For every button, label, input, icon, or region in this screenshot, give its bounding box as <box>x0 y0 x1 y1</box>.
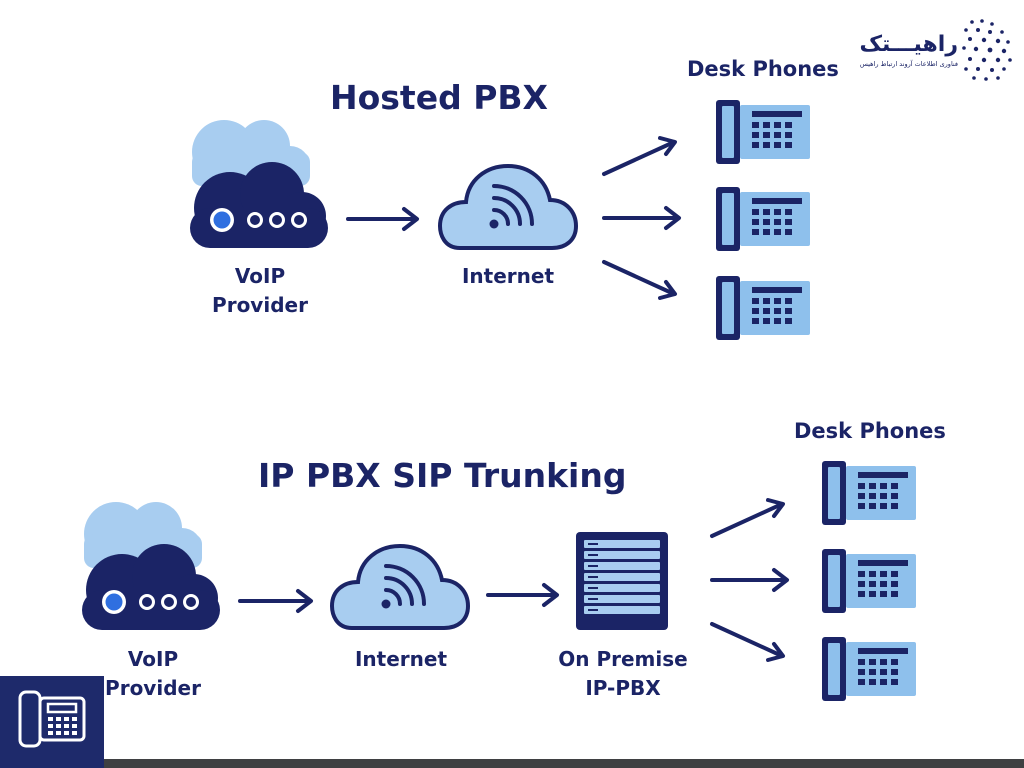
footer-bar <box>104 759 1024 768</box>
arrow-right-icon <box>486 583 559 607</box>
desk-phone-icon <box>822 549 916 613</box>
voip-provider-label: VoIP Provider <box>88 645 218 703</box>
arrow-fanout-group <box>710 498 789 662</box>
desk-phones-label: Desk Phones <box>687 57 839 81</box>
desk-phone-icon <box>822 637 916 701</box>
arrow-right-icon <box>602 206 681 230</box>
on-premise-pbx-label-line2: IP-PBX <box>585 676 661 700</box>
arrow-right-icon <box>710 568 789 592</box>
desk-phone-icon <box>716 187 810 251</box>
desk-phone-icon <box>716 276 810 340</box>
phone-corner-badge <box>0 676 104 768</box>
voip-provider-label: VoIP Provider <box>195 262 325 320</box>
on-premise-pbx-label: On Premise IP-PBX <box>548 645 698 703</box>
internet-cloud-icon <box>329 543 471 630</box>
arrow-right-icon <box>346 207 419 231</box>
voip-provider-label-line1: VoIP <box>127 647 179 671</box>
phone-corner-icon <box>18 690 86 748</box>
voip-provider-label-line2: Provider <box>105 676 201 700</box>
on-premise-pbx-label-line1: On Premise <box>558 647 688 671</box>
internet-label: Internet <box>461 264 555 288</box>
logo-tagline: فناوری اطلاعات آروند ارتباط راهیس <box>859 60 958 68</box>
server-rack-icon <box>576 532 668 630</box>
desk-phone-icon <box>716 100 810 164</box>
logo-dots-icon <box>962 19 1012 81</box>
internet-label: Internet <box>354 647 448 671</box>
sip-trunking-title: IP PBX SIP Trunking <box>258 456 627 495</box>
hosted-pbx-title: Hosted PBX <box>330 78 548 117</box>
arrow-right-icon <box>238 589 313 613</box>
arrow-down-right-icon <box>710 622 785 662</box>
desk-phone-icon <box>822 461 916 525</box>
arrow-fanout-group <box>602 136 681 300</box>
internet-cloud-icon <box>437 163 579 250</box>
logo: راهیـــتک فناوری اطلاعات آروند ارتباط را… <box>840 14 1020 88</box>
voip-provider-label-line2: Provider <box>212 293 308 317</box>
desk-phones-label: Desk Phones <box>794 419 946 443</box>
cloud-server-icon <box>190 120 328 248</box>
arrow-up-right-icon <box>602 136 677 176</box>
arrow-down-right-icon <box>602 260 677 300</box>
cloud-server-icon <box>82 502 220 630</box>
voip-provider-label-line1: VoIP <box>234 264 286 288</box>
arrow-up-right-icon <box>710 498 785 538</box>
logo-name: راهیـــتک <box>859 32 958 57</box>
